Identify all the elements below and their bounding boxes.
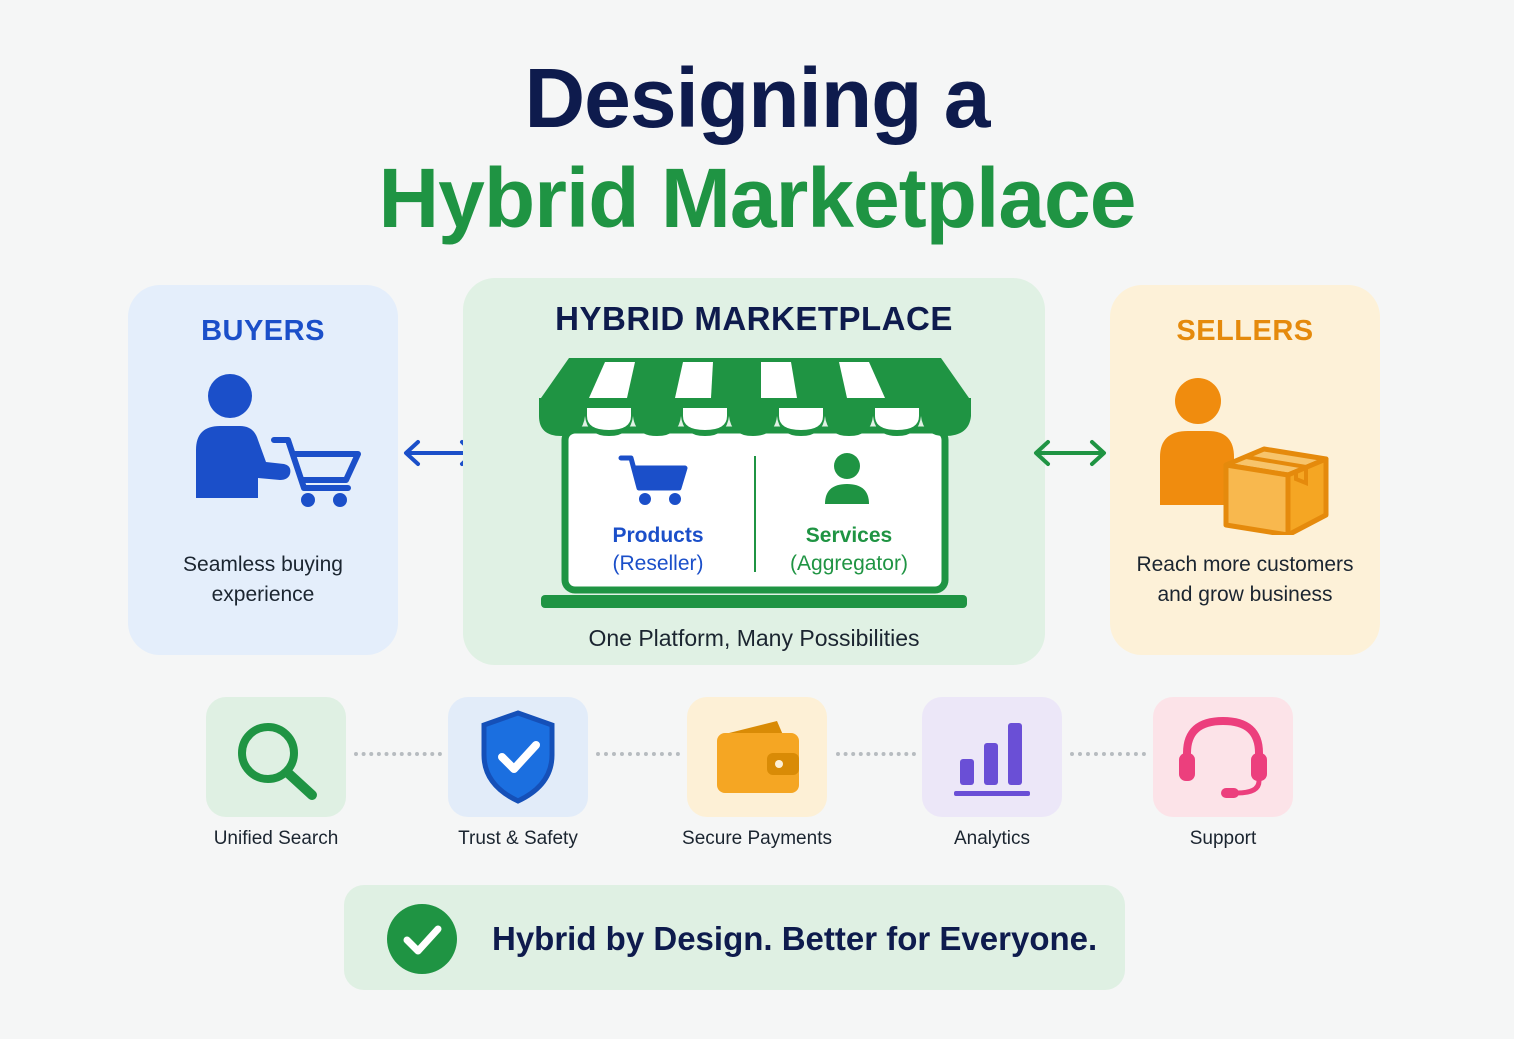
connector-dots xyxy=(354,752,442,756)
banner-text: Hybrid by Design. Better for Everyone. xyxy=(492,920,1098,957)
headset-icon xyxy=(1179,716,1267,798)
products-title: Products xyxy=(612,524,704,547)
feature-label-trust-safety: Trust & Safety xyxy=(458,828,578,849)
services-title: Services xyxy=(805,524,893,547)
seller-box-icon xyxy=(1160,378,1329,535)
services-label: Services (Aggregator) xyxy=(771,522,927,578)
sellers-panel: SELLERS Reach more customers and grow bu… xyxy=(1110,285,1380,655)
search-icon xyxy=(238,723,317,800)
storefront-icon xyxy=(539,358,971,608)
shield-check-icon xyxy=(481,710,555,804)
check-circle-icon xyxy=(387,904,457,974)
hybrid-marketplace-panel: HYBRID MARKETPLACE Products (Reseller) S… xyxy=(463,278,1045,665)
sellers-heading: SELLERS xyxy=(1176,315,1314,347)
sellers-desc-line1: Reach more customers xyxy=(1136,553,1354,576)
buyers-heading: BUYERS xyxy=(201,315,325,347)
bar-chart-icon xyxy=(954,723,1030,796)
tagline-banner xyxy=(344,885,1125,990)
services-sub: (Aggregator) xyxy=(790,552,908,575)
connector-dots xyxy=(1070,752,1146,756)
sellers-desc-line2: and grow business xyxy=(1157,583,1333,606)
feature-tile-analytics xyxy=(922,697,1062,817)
page-title-line1: Designing a xyxy=(524,51,990,145)
bidirectional-arrow-icon xyxy=(1034,440,1106,466)
buyers-desc-line2: experience xyxy=(211,583,315,606)
buyers-panel: BUYERS Seamless buying experience xyxy=(128,285,398,655)
feature-tile-secure-payments xyxy=(687,697,827,817)
feature-label-support: Support xyxy=(1189,828,1257,849)
buyers-desc-line1: Seamless buying xyxy=(183,553,343,576)
feature-label-secure-payments: Secure Payments xyxy=(682,828,832,849)
shopper-cart-icon xyxy=(196,374,361,507)
feature-label-analytics: Analytics xyxy=(953,828,1031,849)
connector-dots xyxy=(596,752,680,756)
feature-tile-trust-safety xyxy=(448,697,588,817)
feature-label-unified-search: Unified Search xyxy=(213,828,339,849)
feature-tile-support xyxy=(1153,697,1293,817)
feature-tile-unified-search xyxy=(206,697,346,817)
products-sub: (Reseller) xyxy=(612,552,704,575)
wallet-icon xyxy=(717,721,799,793)
marketplace-heading: HYBRID MARKETPLACE xyxy=(555,300,953,337)
connector-dots xyxy=(836,752,916,756)
products-label: Products (Reseller) xyxy=(585,522,731,578)
marketplace-tagline: One Platform, Many Possibilities xyxy=(588,625,920,651)
page-title-line2: Hybrid Marketplace xyxy=(378,151,1137,245)
